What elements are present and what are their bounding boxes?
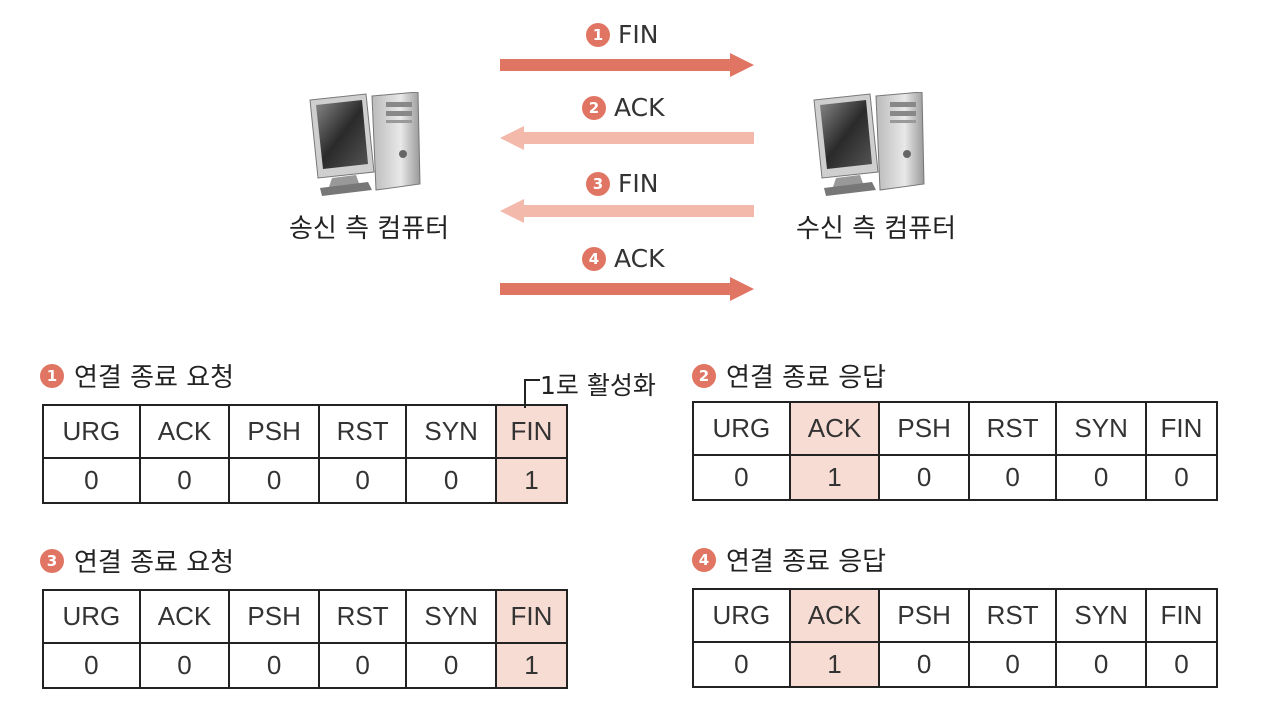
value-psh: 0 [228,642,320,689]
section-4-title-text: 연결 종료 응답 [726,547,887,577]
section-2-title: 2 연결 종료 응답 [692,357,886,394]
value-urg: 0 [42,642,141,689]
flag-table-1: URG ACK PSH RST SYN FIN 0 0 0 0 0 1 [42,404,569,504]
header-urg: URG [692,401,791,456]
header-fin: FIN [494,589,569,644]
value-ack: 1 [788,454,881,501]
header-psh: PSH [878,401,970,456]
arrow-3-label: 3 FIN [586,169,658,198]
arrow-2-left [500,126,754,150]
arrow-4-label: 4 ACK [582,244,665,273]
header-ack: ACK [788,401,881,456]
header-psh: PSH [878,588,970,643]
header-rst: RST [317,404,408,459]
value-rst: 0 [967,641,1058,688]
value-syn: 0 [405,457,497,504]
section-2-badge: 2 [692,363,716,388]
value-rst: 0 [317,457,408,504]
step-1-badge: 1 [586,22,610,47]
value-syn: 0 [1055,454,1147,501]
section-3-badge: 3 [40,548,64,573]
header-fin: FIN [1144,401,1219,456]
value-fin: 0 [1144,454,1219,501]
value-syn: 0 [1055,641,1147,688]
value-rst: 0 [317,642,408,689]
header-ack: ACK [788,588,881,643]
value-psh: 0 [878,641,970,688]
section-2-title-text: 연결 종료 응답 [726,363,887,393]
header-ack: ACK [138,589,231,644]
header-urg: URG [692,588,791,643]
arrow-3-left [500,199,754,223]
step-3-badge: 3 [586,171,610,196]
header-rst: RST [967,401,1058,456]
value-psh: 0 [228,457,320,504]
header-syn: SYN [1055,401,1147,456]
table-header-row: URG ACK PSH RST SYN FIN [42,404,569,459]
arrow-1-label: 1 FIN [586,20,658,49]
header-syn: SYN [405,589,497,644]
value-fin: 1 [494,457,569,504]
arrow-1-text: FIN [618,20,659,49]
arrow-2-label: 2 ACK [582,93,665,122]
value-ack: 1 [788,641,881,688]
value-urg: 0 [692,454,791,501]
section-1-title-text: 연결 종료 요청 [74,363,235,393]
table-header-row: URG ACK PSH RST SYN FIN [692,588,1219,643]
section-4-badge: 4 [692,547,716,572]
arrow-2-text: ACK [614,93,665,122]
header-syn: SYN [1055,588,1147,643]
value-ack: 0 [138,642,231,689]
table-value-row: 0 0 0 0 0 1 [42,457,569,504]
table-value-row: 0 0 0 0 0 1 [42,642,569,689]
value-urg: 0 [692,641,791,688]
step-2-badge: 2 [582,95,606,120]
flag-table-3: URG ACK PSH RST SYN FIN 0 0 0 0 0 1 [42,589,569,689]
arrow-1-right [500,53,754,77]
value-fin: 0 [1144,641,1219,688]
header-urg: URG [42,589,141,644]
sender-label: 송신 측 컴퓨터 [289,214,450,244]
section-1-badge: 1 [40,363,64,388]
flag-table-4: URG ACK PSH RST SYN FIN 0 1 0 0 0 0 [692,588,1219,688]
table-value-row: 0 1 0 0 0 0 [692,454,1219,501]
receiver-computer-icon [813,92,925,196]
sender-computer-icon [309,92,421,196]
step-4-badge: 4 [582,246,606,271]
value-ack: 0 [138,457,231,504]
section-3-title-text: 연결 종료 요청 [74,548,235,578]
callout-leader-line [524,379,540,408]
header-syn: SYN [405,404,497,459]
table-header-row: URG ACK PSH RST SYN FIN [42,589,569,644]
table-value-row: 0 1 0 0 0 0 [692,641,1219,688]
header-psh: PSH [228,404,320,459]
flag-table-2: URG ACK PSH RST SYN FIN 0 1 0 0 0 0 [692,401,1219,501]
callout-text: 1로 활성화 [540,371,656,400]
value-psh: 0 [878,454,970,501]
value-syn: 0 [405,642,497,689]
header-rst: RST [317,589,408,644]
value-rst: 0 [967,454,1058,501]
value-fin: 1 [494,642,569,689]
header-psh: PSH [228,589,320,644]
receiver-label: 수신 측 컴퓨터 [796,214,957,244]
header-urg: URG [42,404,141,459]
section-4-title: 4 연결 종료 응답 [692,541,886,578]
section-3-title: 3 연결 종료 요청 [40,542,234,579]
section-1-title: 1 연결 종료 요청 [40,357,234,394]
table-header-row: URG ACK PSH RST SYN FIN [692,401,1219,456]
header-fin: FIN [1144,588,1219,643]
arrow-4-right [500,277,754,301]
value-urg: 0 [42,457,141,504]
arrow-4-text: ACK [614,244,665,273]
arrow-3-text: FIN [618,169,659,198]
header-rst: RST [967,588,1058,643]
header-fin: FIN [494,404,569,459]
header-ack: ACK [138,404,231,459]
